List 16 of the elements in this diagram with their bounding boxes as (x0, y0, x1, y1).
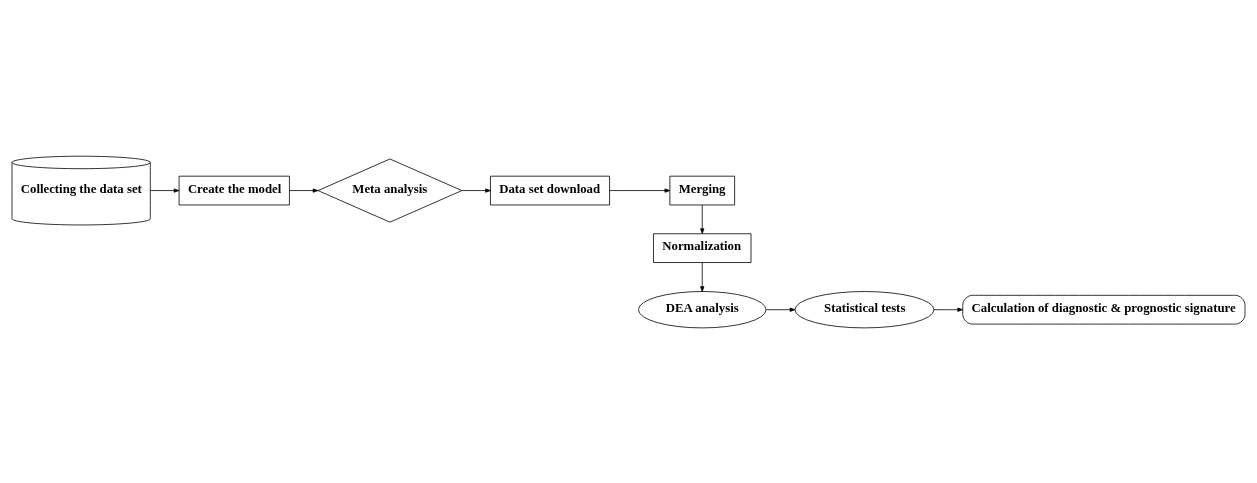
arrow (700, 204, 705, 234)
arrow (700, 261, 705, 292)
arrow (461, 188, 491, 193)
node-box: Normalization (653, 232, 752, 263)
node-ellipse: DEA analysis (638, 290, 767, 328)
arrow (609, 188, 671, 193)
node-box: Create the model (178, 175, 290, 205)
arrow (289, 188, 319, 193)
arrow (933, 307, 963, 312)
arrow (150, 188, 180, 193)
node-box: Data set download (490, 175, 610, 205)
node-ellipse: Statistical tests (794, 290, 935, 328)
arrow (765, 307, 796, 312)
node-diamond: Meta analysis (317, 158, 463, 223)
node-box: Merging (669, 175, 736, 205)
node-box: Calculation of diagnostic & prognostic signature (962, 294, 1246, 324)
